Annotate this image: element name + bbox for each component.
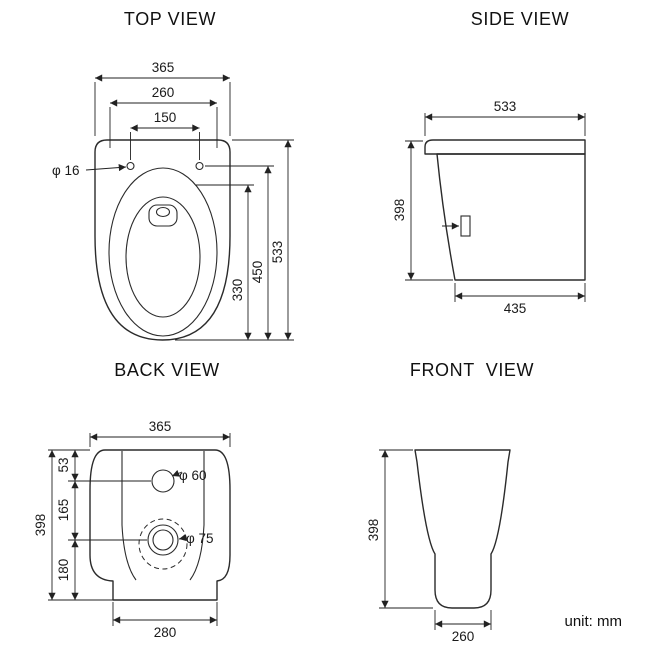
bowl-opening	[125, 196, 201, 318]
hinge-hole-left	[126, 161, 135, 171]
dim-label: 165	[56, 499, 71, 522]
fixing-detail	[460, 215, 471, 237]
inlet-hole	[151, 469, 175, 493]
dim-label: 53	[56, 457, 71, 472]
dim-label: 398	[392, 199, 407, 222]
dim-label: 365	[152, 60, 175, 75]
dim-height-398: 398	[33, 450, 56, 601]
dim-label: 398	[366, 519, 381, 542]
dim-label: 260	[152, 85, 175, 100]
dim-width-365: 365	[89, 419, 231, 447]
leader-line	[85, 163, 127, 172]
dim-label: 280	[154, 625, 177, 640]
outlet-hole-inner	[152, 529, 174, 551]
outlet-hole-outer	[147, 524, 179, 556]
toilet-side-outline-group	[424, 139, 586, 281]
dim-label: 533	[494, 99, 517, 114]
dim-seat-width-260: 260	[109, 85, 218, 148]
seat-ring	[108, 167, 218, 337]
flush-outlet-hole	[155, 206, 171, 218]
hinge-hole-right	[195, 161, 204, 171]
dim-hinge-hole-dia: φ 16	[52, 163, 127, 178]
back-view-title: BACK VIEW	[114, 360, 219, 380]
back-view-drawing: BACK VIEW 365	[33, 360, 231, 640]
dim-label: φ 75	[186, 531, 214, 546]
dim-label: 260	[452, 629, 475, 644]
dim-seg-bottom-180: 180	[56, 539, 79, 601]
dim-label: 398	[33, 514, 48, 537]
dim-label: 435	[504, 301, 527, 316]
dim-base-width-280: 280	[112, 602, 218, 640]
dim-base-width-260: 260	[434, 610, 492, 644]
dim-label: φ 16	[52, 163, 80, 178]
top-view-title: TOP VIEW	[124, 9, 216, 29]
dim-label: 533	[270, 241, 285, 264]
dim-seat-length-450: 450	[250, 166, 272, 340]
dim-inlet-dia: φ 60	[171, 468, 207, 483]
side-view-drawing: SIDE VIEW 533 398	[392, 9, 586, 316]
toilet-top-outline	[94, 139, 231, 341]
inner-contour-left	[121, 451, 137, 581]
top-view-drawing: TOP VIEW 365 260	[52, 9, 294, 341]
pedestal-profile	[436, 153, 586, 281]
inner-contour-right	[189, 451, 205, 581]
dim-height-398: 398	[366, 449, 433, 609]
dim-base-depth-435: 435	[454, 283, 586, 316]
right-extension-ticks	[175, 139, 294, 341]
dim-total-length-533: 533	[270, 140, 292, 340]
seat-lid-profile	[424, 139, 586, 155]
flush-outlet	[148, 204, 178, 227]
hidden-trapway	[138, 518, 188, 570]
dim-top-depth-533: 533	[424, 99, 586, 136]
dim-bowl-length-330: 330	[230, 185, 252, 340]
dim-label: 450	[250, 261, 265, 284]
side-view-title: SIDE VIEW	[471, 9, 569, 29]
toilet-top-outline-group	[94, 139, 231, 341]
dim-label: 150	[154, 110, 177, 125]
unit-label: unit: mm	[564, 613, 622, 630]
dim-label: φ 60	[179, 468, 207, 483]
dim-outlet-dia: φ 75	[178, 531, 214, 546]
dim-seg-mid-165: 165	[56, 481, 79, 541]
front-view-title: FRONT VIEW	[410, 360, 534, 380]
dim-label: 330	[230, 279, 245, 302]
dim-hinge-span-150: 150	[130, 110, 200, 160]
toilet-front-outline	[414, 449, 511, 609]
toilet-front-outline-group	[414, 449, 511, 609]
front-view-drawing: FRONT VIEW 398 260	[366, 360, 534, 644]
dim-label: 365	[149, 419, 172, 434]
toilet-back-outline-group	[89, 449, 231, 601]
dim-label: 180	[56, 559, 71, 582]
leader-line	[171, 469, 183, 477]
dim-seg-top-53: 53	[56, 450, 79, 481]
dim-height-398: 398	[392, 140, 453, 281]
leader-line	[178, 534, 187, 542]
toilet-back-outline	[89, 449, 231, 601]
dim-width-365: 365	[94, 60, 231, 136]
